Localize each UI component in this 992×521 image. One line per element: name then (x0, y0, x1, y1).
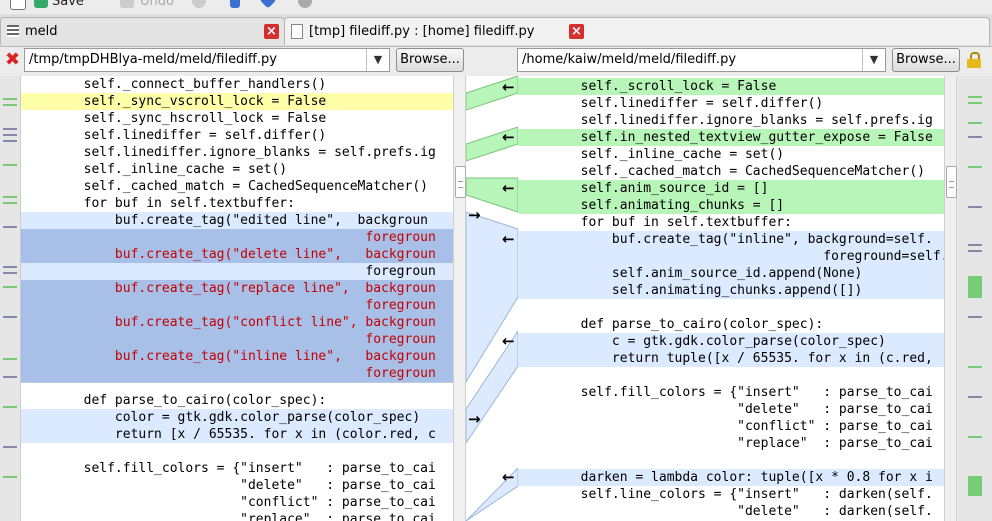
diff-link-map[interactable] (466, 76, 518, 521)
code-line: self.fill_colors = {"insert" : parse_to_… (21, 461, 436, 476)
up-icon[interactable] (230, 0, 240, 8)
scrollbar-thumb[interactable] (455, 166, 466, 198)
code-line: buf.create_tag("inline", background=self… (518, 231, 944, 248)
code-line (21, 443, 467, 460)
code-line: return tuple([x / 65535. for x in (c.red… (518, 350, 944, 367)
left-scrollbar[interactable] (453, 76, 466, 521)
code-line: self._inline_cache = set() (518, 147, 785, 162)
lock-icon (967, 52, 981, 68)
code-line: "replace" : parse_to_cai (518, 436, 933, 451)
redo-icon[interactable] (192, 0, 206, 8)
code-line (518, 452, 944, 469)
push-left-arrow-icon[interactable]: ← (502, 179, 515, 197)
scrollbar-thumb[interactable] (946, 166, 957, 198)
code-line: self.fill_colors = {"insert" : parse_to_… (518, 385, 933, 400)
left-browse-button[interactable]: Browse... (396, 48, 464, 72)
toolbar: Save Undo (0, 0, 992, 14)
undo-button[interactable]: Undo (140, 0, 174, 9)
code-line: for buf in self.textbuffer: (518, 215, 792, 230)
code-line: "conflict" : parse_to_cai (518, 419, 933, 434)
code-line: "delete" : darken(self. (518, 504, 933, 519)
chevron-down-icon[interactable]: ▼ (862, 49, 885, 71)
left-text-pane[interactable]: self._connect_buffer_handlers() self._sy… (20, 76, 467, 521)
save-icon[interactable] (34, 0, 48, 8)
push-left-arrow-icon[interactable]: ← (502, 468, 515, 486)
code-line: self.in_nested_textview_gutter_expose = … (518, 129, 944, 146)
code-line: self.linediffer = self.differ() (518, 96, 824, 111)
new-icon[interactable] (10, 0, 26, 10)
push-right-arrow-icon[interactable]: → (468, 410, 481, 428)
code-line: def parse_to_cairo(color_spec): (518, 317, 824, 332)
push-left-arrow-icon[interactable]: ← (502, 332, 515, 350)
code-line: self.linediffer.ignore_blanks = self.pre… (518, 113, 933, 128)
code-line: self.linediffer = self.differ() (21, 128, 327, 143)
code-line: foregroun (21, 229, 467, 246)
code-line: self._connect_buffer_handlers() (21, 77, 327, 92)
code-line: color = gtk.gdk.color_parse(color_spec) (21, 409, 467, 426)
left-path-combo[interactable]: /tmp/tmpDHBlya-meld/meld/filediff.py ▼ (24, 48, 390, 72)
code-line: buf.create_tag("replace line", backgroun (21, 280, 467, 297)
code-line: foregroun (21, 365, 467, 382)
document-icon (291, 24, 303, 39)
code-line: self.linediffer.ignore_blanks = self.pre… (21, 145, 436, 160)
code-line: self._scroll_lock = False (518, 78, 944, 95)
tab-label: meld (25, 24, 58, 39)
code-line (518, 299, 944, 316)
code-line: buf.create_tag("conflict line", backgrou… (21, 314, 467, 331)
code-line: foregroun (21, 263, 467, 280)
right-browse-button[interactable]: Browse... (892, 48, 960, 72)
meld-tab-icon (7, 25, 19, 37)
push-left-arrow-icon[interactable]: ← (502, 230, 515, 248)
code-line (21, 382, 467, 400)
code-line: self.anim_source_id = [] (518, 180, 944, 197)
close-icon[interactable]: × (569, 24, 584, 39)
code-line: buf.create_tag("delete line", backgroun (21, 246, 467, 263)
code-line: c = gtk.gdk.color_parse(color_spec) (518, 333, 944, 350)
stop-icon[interactable] (298, 0, 312, 8)
right-overview-map[interactable] (958, 76, 992, 521)
right-path-combo[interactable]: /home/kaiw/meld/meld/filediff.py ▼ (517, 48, 886, 72)
code-line: self.animating_chunks.append([]) (518, 282, 944, 299)
right-scrollbar[interactable] (944, 76, 957, 521)
undo-icon[interactable] (120, 0, 134, 8)
left-overview-map[interactable] (0, 76, 20, 521)
down-icon[interactable] (259, 0, 277, 9)
code-line: return [x / 65535. for x in (color.red, … (21, 426, 467, 443)
tab-label: [tmp] filediff.py : [home] filediff.py (309, 24, 535, 39)
code-line: self.animating_chunks = [] (518, 197, 944, 214)
push-right-arrow-icon[interactable]: → (468, 206, 481, 224)
code-line: "conflict" : parse_to_cai (21, 495, 436, 510)
code-line: self.line_colors = {"insert" : darken(se… (518, 487, 933, 502)
tab-bar: meld × [tmp] filediff.py : [home] filedi… (0, 14, 992, 47)
chevron-down-icon[interactable]: ▼ (366, 49, 389, 71)
code-line: buf.create_tag("edited line", backgroun (21, 212, 467, 229)
code-line: self._sync_hscroll_lock = False (21, 111, 327, 126)
code-line: darken = lambda color: tuple([x * 0.8 fo… (518, 469, 944, 486)
code-line: for buf in self.textbuffer: (21, 196, 295, 211)
code-line: buf.create_tag("inline line", backgroun (21, 348, 467, 365)
close-icon[interactable]: × (264, 24, 279, 39)
code-line (518, 367, 944, 384)
left-path-text: /tmp/tmpDHBlya-meld/meld/filediff.py (29, 52, 277, 67)
push-left-arrow-icon[interactable]: ← (502, 78, 515, 96)
code-line: foregroun (21, 331, 467, 348)
readonly-error-icon[interactable]: ✖ (5, 49, 21, 70)
code-line: self._inline_cache = set() (21, 162, 288, 177)
code-line: foreground=self. (518, 248, 944, 265)
code-line: self._cached_match = CachedSequenceMatch… (518, 164, 925, 179)
code-line: "delete" : parse_to_cai (518, 402, 933, 417)
right-text-pane[interactable]: self._scroll_lock = False self.linediffe… (518, 76, 944, 521)
save-button[interactable]: Save (52, 0, 84, 9)
tab-filediff[interactable]: [tmp] filediff.py : [home] filediff.py × (284, 17, 990, 45)
code-line: foregroun (21, 297, 467, 314)
code-line: "delete" : parse_to_cai (21, 478, 436, 493)
right-path-text: /home/kaiw/meld/meld/filediff.py (522, 52, 737, 67)
tab-meld[interactable]: meld × (0, 17, 285, 45)
code-line: self._cached_match = CachedSequenceMatch… (21, 179, 428, 194)
push-left-arrow-icon[interactable]: ← (502, 128, 515, 146)
code-line: self._sync_vscroll_lock = False (21, 93, 467, 110)
code-line: self.anim_source_id.append(None) (518, 265, 944, 282)
code-line: def parse_to_cairo(color_spec): (21, 393, 327, 408)
code-line: "replace" : parse_to_cai (21, 512, 436, 521)
